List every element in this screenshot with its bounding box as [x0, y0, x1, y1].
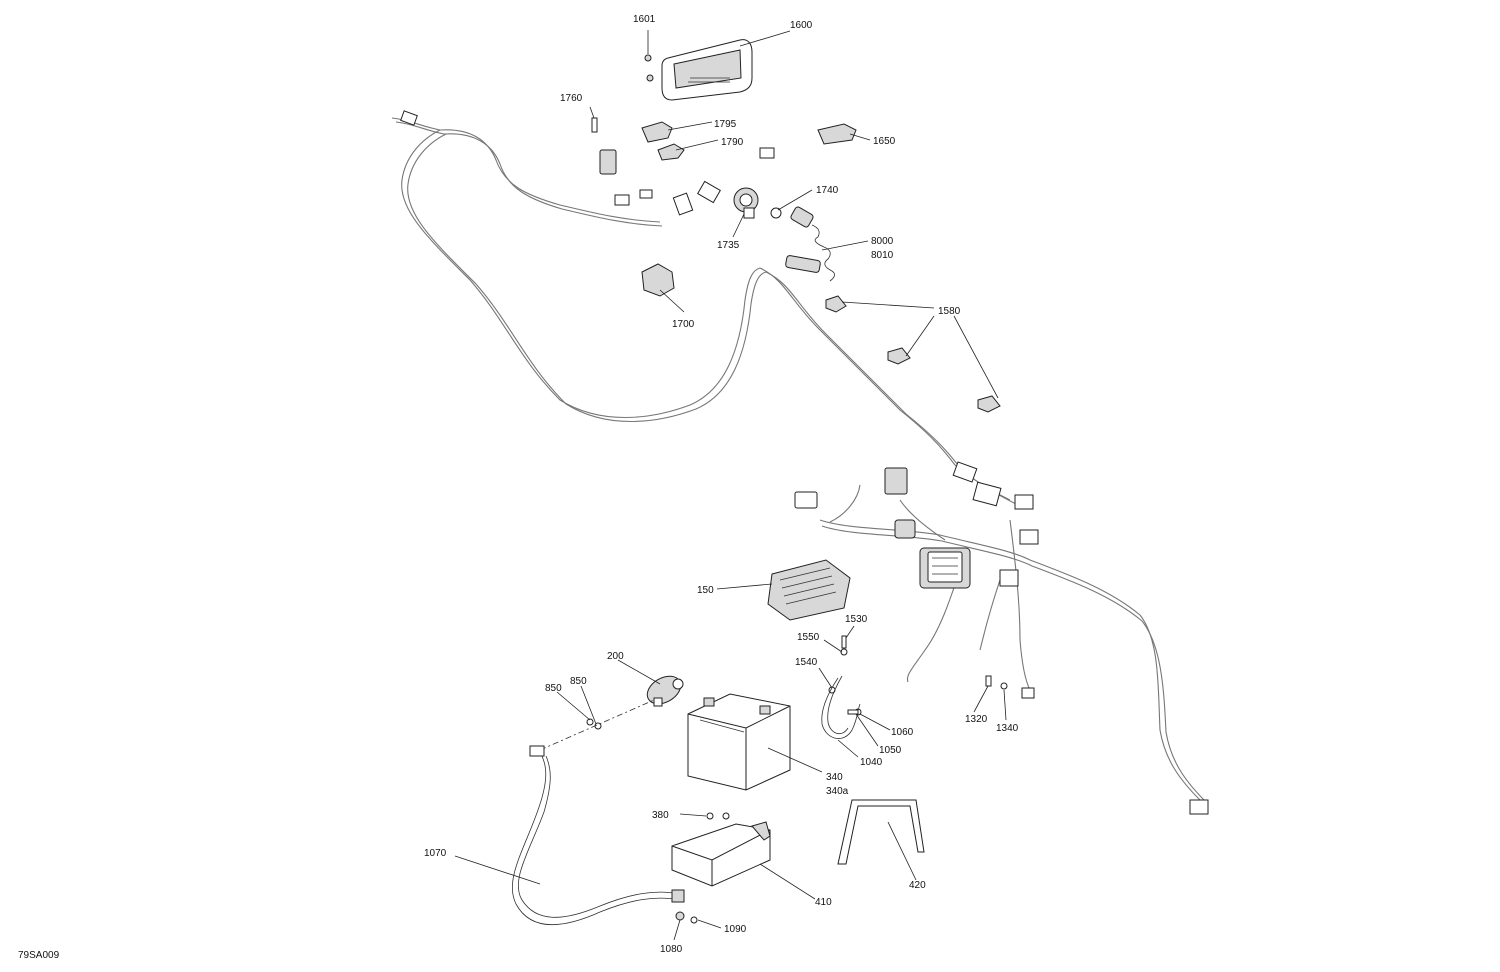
starter-cable-1070	[511, 745, 685, 926]
callout-200: 200	[607, 651, 624, 662]
screw-380-a	[706, 812, 714, 820]
callout-420: 420	[909, 880, 926, 891]
callout-1601: 1601	[633, 14, 656, 25]
callout-1600: 1600	[790, 20, 813, 31]
battery-strap-420	[837, 799, 925, 865]
callout-1650: 1650	[873, 136, 896, 147]
switch-1795	[641, 121, 673, 143]
bolt-1050	[847, 709, 859, 715]
callout-1540: 1540	[795, 657, 818, 668]
callout-1090: 1090	[724, 924, 747, 935]
callout-1050: 1050	[879, 745, 902, 756]
callout-labels: 1601 1600 1760 1795 1790 1650 1740 1735 …	[18, 14, 1019, 961]
leader-lines	[454, 30, 1007, 941]
assembly-axis-200	[539, 699, 655, 751]
callout-850-right: 850	[570, 676, 587, 687]
callout-410: 410	[815, 897, 832, 908]
callout-1795: 1795	[714, 119, 737, 130]
bolt-1320	[985, 675, 992, 687]
battery-tray-410	[671, 821, 771, 887]
display-cluster-1600	[661, 39, 753, 101]
bolt-1760	[591, 117, 598, 133]
battery-340	[687, 693, 791, 791]
callout-1040: 1040	[860, 757, 883, 768]
voltage-regulator-150	[767, 559, 851, 621]
callout-150: 150	[697, 585, 714, 596]
callout-1080: 1080	[660, 944, 683, 955]
callout-1060: 1060	[891, 727, 914, 738]
washer-1550	[840, 648, 848, 656]
callout-1740: 1740	[816, 185, 839, 196]
switch-1790	[657, 143, 685, 161]
callout-1550: 1550	[797, 632, 820, 643]
clip-1580-a	[825, 295, 847, 313]
callout-1760: 1760	[560, 93, 583, 104]
bolt-1530	[841, 635, 847, 649]
ground-cable-1040	[821, 677, 861, 739]
clip-1580-c	[977, 395, 1001, 413]
switch-1700	[641, 263, 675, 297]
callout-1580: 1580	[938, 306, 961, 317]
nut-1340	[1000, 682, 1008, 690]
nut-1740	[770, 207, 782, 219]
washer-1090	[690, 916, 698, 924]
figure-code: 79SA009	[18, 950, 60, 961]
fuse-box	[919, 547, 971, 589]
nut-1080	[675, 911, 685, 921]
callout-1340: 1340	[996, 723, 1019, 734]
callout-1530: 1530	[845, 614, 868, 625]
callout-1320: 1320	[965, 714, 988, 725]
callout-340a: 340a	[826, 786, 849, 797]
harness-connectors	[400, 110, 1209, 815]
callout-1700: 1700	[672, 319, 695, 330]
main-wiring-harness	[391, 117, 1207, 803]
clip-1580-b	[887, 347, 911, 365]
power-socket-8000	[785, 206, 835, 282]
starter-solenoid-200	[646, 675, 684, 707]
callout-380: 380	[652, 810, 669, 821]
callout-340: 340	[826, 772, 843, 783]
nut-850-a	[586, 718, 594, 726]
callout-1735: 1735	[717, 240, 740, 251]
callout-1790: 1790	[721, 137, 744, 148]
callout-1070: 1070	[424, 848, 447, 859]
screw-380-b	[722, 812, 730, 820]
screws-1601	[644, 54, 654, 82]
callout-8010: 8010	[871, 250, 894, 261]
callout-8000: 8000	[871, 236, 894, 247]
callout-850-left: 850	[545, 683, 562, 694]
horn-1735	[733, 187, 759, 219]
